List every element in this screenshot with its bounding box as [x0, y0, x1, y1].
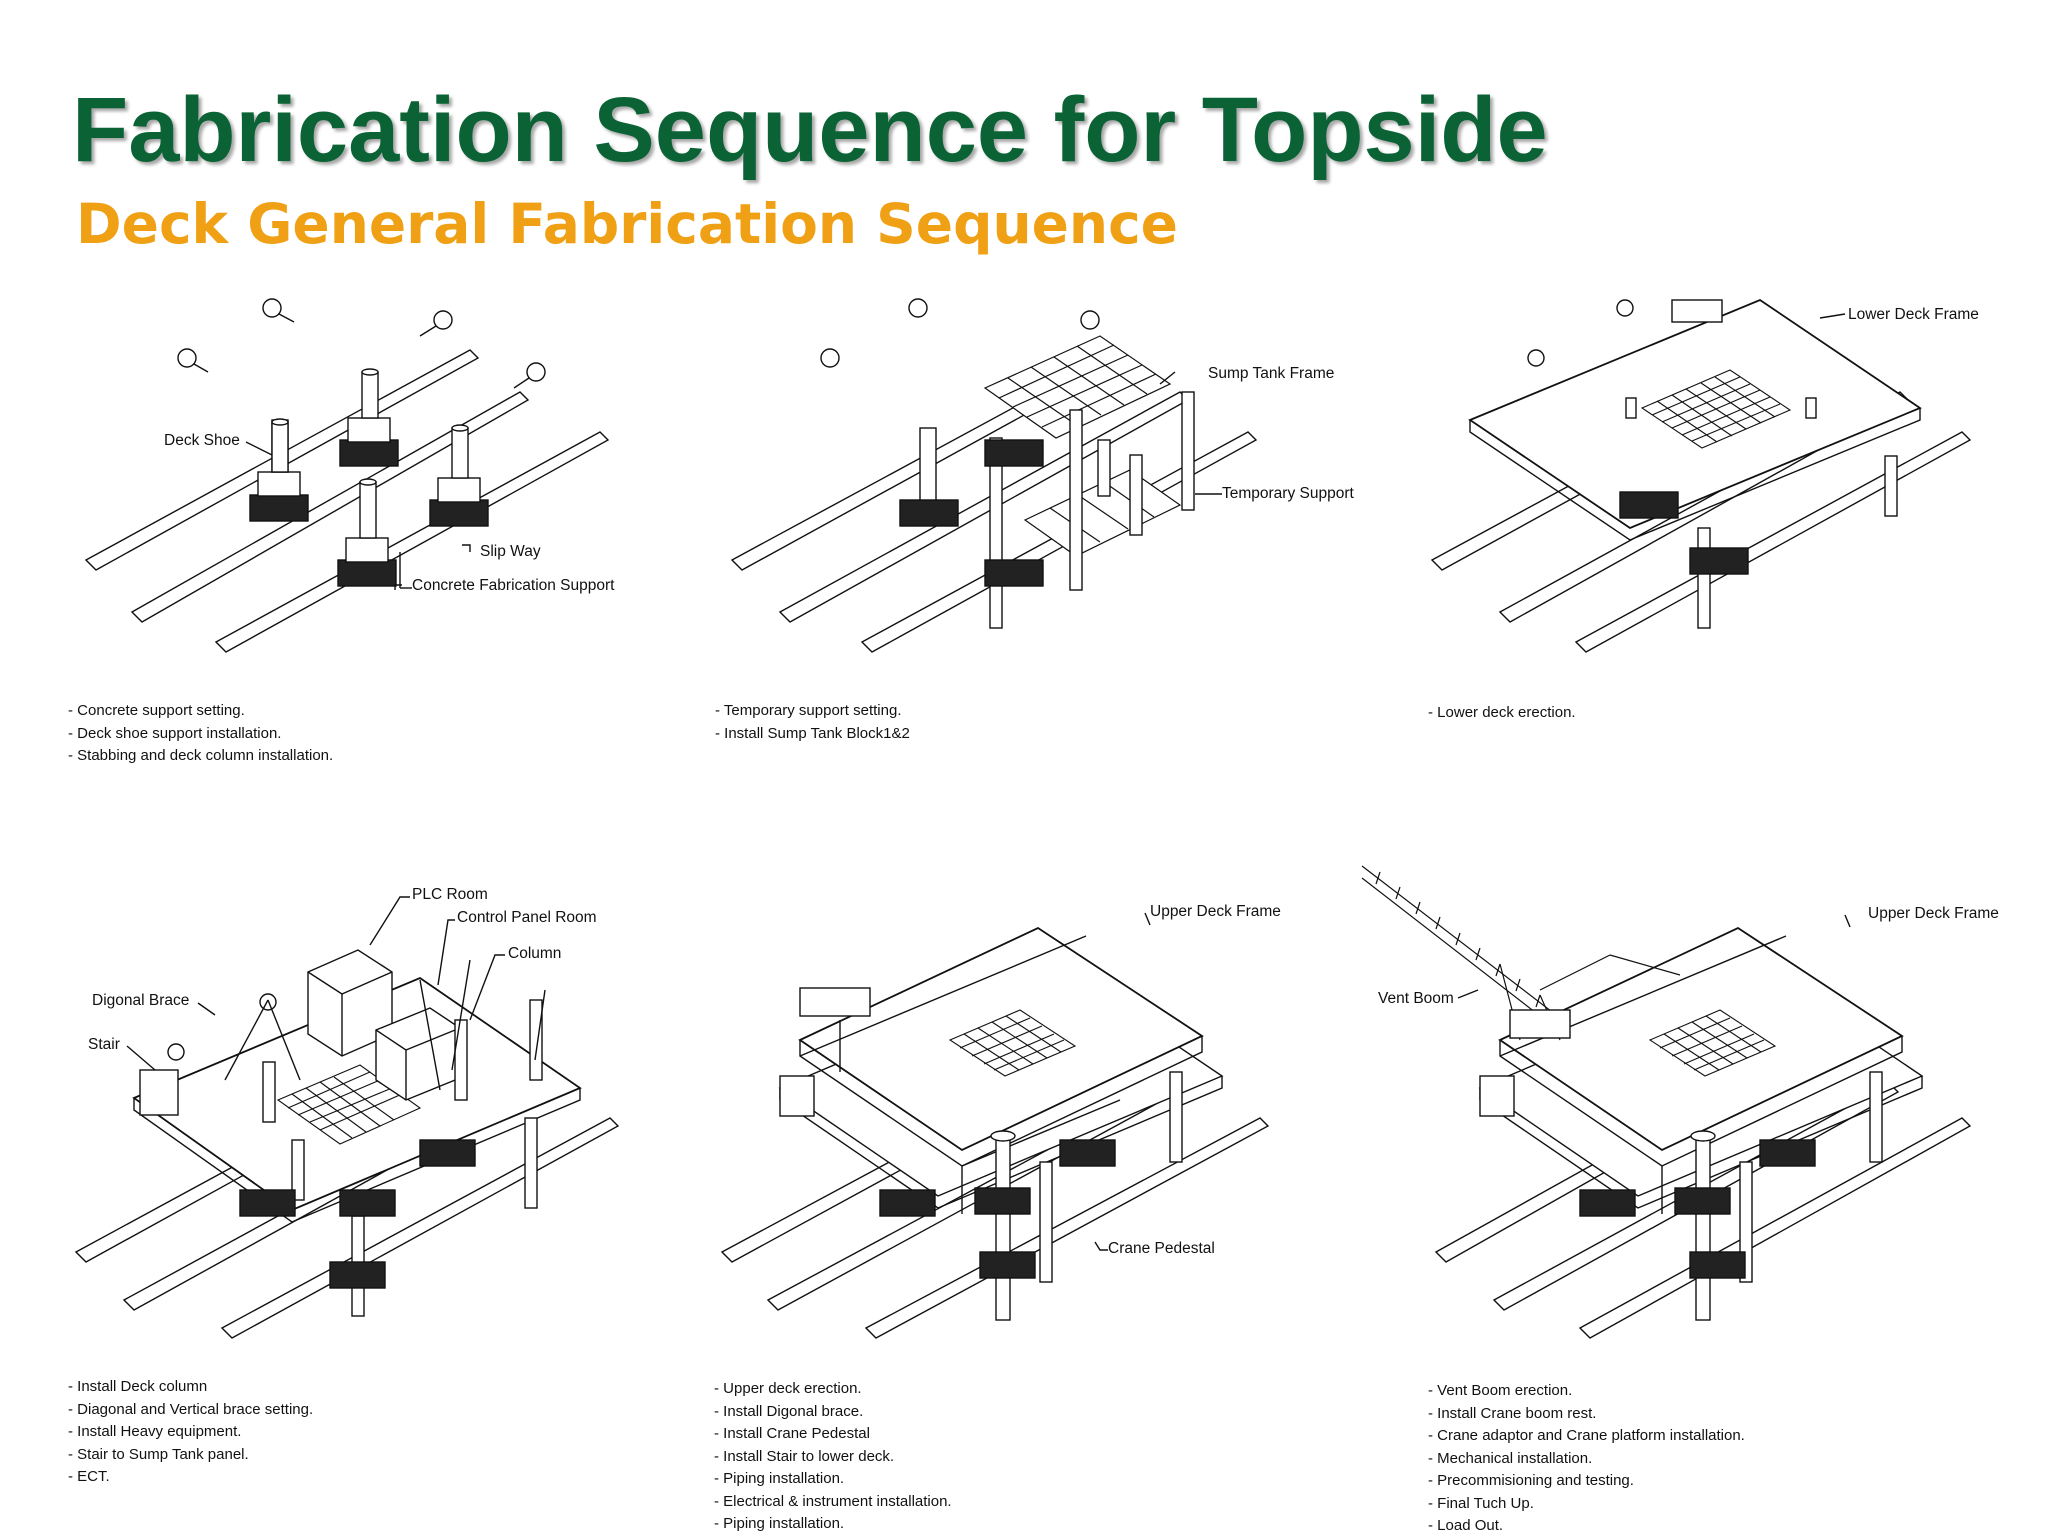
note-item: Load Out. — [1428, 1515, 1745, 1538]
label-stair: Stair — [88, 1036, 120, 1053]
note-item: Stabbing and deck column installation. — [68, 745, 333, 768]
step-6-notes: Vent Boom erection. Install Crane boom r… — [1428, 1380, 1745, 1538]
step-1-drawing — [84, 298, 610, 653]
note-item: Crane adaptor and Crane platform install… — [1428, 1425, 1745, 1448]
note-item: Stair to Sump Tank panel. — [68, 1444, 313, 1467]
label-crane-pedestal: Crane Pedestal — [1108, 1240, 1215, 1257]
label-upper-deck-frame: Upper Deck Frame — [1150, 903, 1281, 920]
note-item: Final Tuch Up. — [1428, 1493, 1745, 1516]
label-diagonal-brace: Digonal Brace — [92, 992, 190, 1009]
label-vent-boom: Vent Boom — [1378, 990, 1454, 1007]
note-item: Piping installation. — [714, 1513, 952, 1536]
note-item: Upper deck erection. — [714, 1378, 952, 1401]
note-item: Lower deck erection. — [1428, 702, 1575, 725]
label-concrete-support: Concrete Fabrication Support — [412, 577, 615, 594]
label-slip-way: Slip Way — [480, 543, 541, 560]
step-3-notes: Lower deck erection. — [1428, 702, 1575, 725]
note-item: Install Digonal brace. — [714, 1401, 952, 1424]
step-2-notes: Temporary support setting. Install Sump … — [715, 700, 910, 745]
note-item: Install Sump Tank Block1&2 — [715, 723, 910, 746]
note-item: Install Crane Pedestal — [714, 1423, 952, 1446]
label-upper-deck-frame-2: Upper Deck Frame — [1868, 905, 1999, 922]
step-1-notes: Concrete support setting. Deck shoe supp… — [68, 700, 333, 768]
label-control-panel-room: Control Panel Room — [457, 909, 597, 926]
step-2-drawing — [730, 298, 1258, 653]
note-item: Install Crane boom rest. — [1428, 1403, 1745, 1426]
note-item: Precommisioning and testing. — [1428, 1470, 1745, 1493]
note-item: Electrical & instrument installation. — [714, 1491, 951, 1514]
note-item: Vent Boom erection. — [1428, 1380, 1745, 1403]
step-3-drawing — [1430, 298, 1972, 653]
label-plc-room: PLC Room — [412, 886, 488, 903]
step-4-notes: Install Deck column Diagonal and Vertica… — [68, 1376, 313, 1489]
note-item: Temporary support setting. — [715, 700, 910, 723]
note-item: Mechanical installation. — [1428, 1448, 1745, 1471]
label-column: Column — [508, 945, 562, 962]
note-item: Install Stair to lower deck. — [714, 1446, 952, 1469]
note-item: Concrete support setting. — [68, 700, 333, 723]
label-lower-deck-frame: Lower Deck Frame — [1848, 306, 1979, 323]
note-item: Piping installation. — [714, 1468, 952, 1491]
label-deck-shoe: Deck Shoe — [164, 432, 240, 449]
note-item: Deck shoe support installation. — [68, 723, 333, 746]
note-item: Diagonal and Vertical brace setting. — [68, 1399, 313, 1422]
step-5-notes: Upper deck erection. Install Digonal bra… — [714, 1378, 952, 1536]
note-item: Install Heavy equipment. — [68, 1421, 313, 1444]
label-temporary-support: Temporary Support — [1222, 485, 1354, 502]
label-sump-tank-frame: Sump Tank Frame — [1208, 365, 1335, 382]
page-subtitle: Deck General Fabrication Sequence — [76, 192, 1178, 256]
page-title: Fabrication Sequence for Topside — [72, 79, 1548, 181]
note-item: Install Deck column — [68, 1376, 313, 1399]
note-item: ECT. — [68, 1466, 313, 1489]
